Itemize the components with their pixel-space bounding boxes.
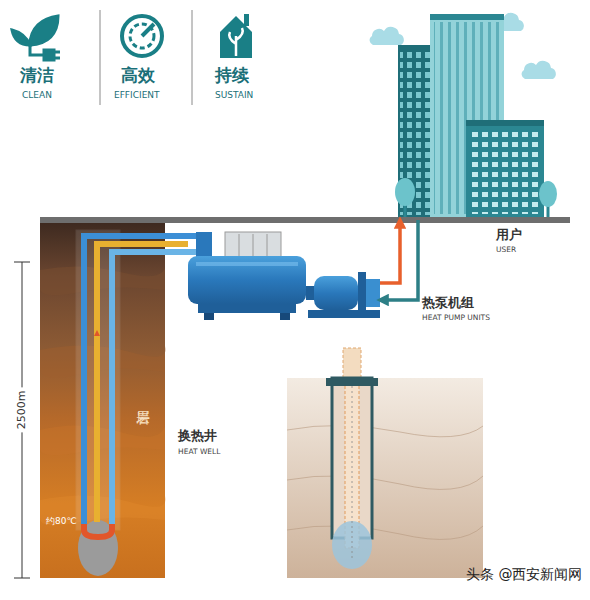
leaf-shape <box>30 16 58 45</box>
buildings <box>395 14 557 218</box>
strata-line <box>287 425 483 436</box>
pipe-bottom <box>84 524 112 537</box>
icon-sublabel: SUSTAIN <box>215 90 253 100</box>
gauge-scale <box>130 24 154 48</box>
highlight <box>196 262 298 266</box>
dimension-tick <box>14 262 30 263</box>
well-bottom <box>78 520 118 576</box>
pump-motor <box>314 276 358 310</box>
flow-arrow <box>380 220 400 283</box>
plug-shape <box>44 50 54 60</box>
foot <box>204 313 214 320</box>
dimension-tick <box>14 578 30 579</box>
cloud <box>370 27 404 45</box>
gauge-ring <box>122 16 162 56</box>
inner-pipe-top <box>343 348 361 380</box>
control-cabinet <box>225 232 281 258</box>
icon-sublabel: CLEAN <box>22 90 52 100</box>
icon-label: 持续 <box>215 66 249 86</box>
cabinet-lines <box>239 234 267 256</box>
separator-line <box>192 10 193 105</box>
node-title: 热泵机组 <box>422 296 474 311</box>
pipe-header <box>196 232 212 258</box>
pipe <box>84 236 200 526</box>
dimension-line <box>14 262 30 578</box>
pump-base <box>308 310 380 318</box>
leaf-shape <box>12 30 30 45</box>
tree <box>395 178 415 206</box>
soil <box>40 223 165 578</box>
separator-line <box>100 10 101 105</box>
foot <box>280 313 290 320</box>
heat-pump <box>188 232 380 320</box>
heat-pump-node: 热泵机组HEAT PUMP UNITS <box>188 228 380 322</box>
icon-sublabel: EFFICIENT <box>114 90 160 100</box>
strata-line <box>287 526 483 540</box>
plug-pins <box>54 52 60 58</box>
node-title: 换热井 <box>178 429 217 444</box>
chimney <box>244 14 249 26</box>
pipe <box>97 244 165 522</box>
cloud <box>522 61 556 79</box>
well-cap <box>326 378 378 386</box>
building-low <box>466 124 544 218</box>
node-subtitle: HEAT PUMP UNITS <box>422 314 490 323</box>
pump-head <box>366 279 380 307</box>
watermark: 头条 @西安新闻网 <box>466 566 582 582</box>
dimension-label: 2500m <box>16 388 29 433</box>
node-subtitle: USER <box>496 246 516 255</box>
ground-line <box>40 217 570 223</box>
pipe <box>112 252 200 526</box>
strata-line <box>287 476 483 490</box>
sustain-icon <box>220 14 252 58</box>
compressor-body <box>188 256 306 304</box>
node-title: 用户 <box>496 228 522 243</box>
icon-label: 高效 <box>121 66 155 86</box>
temperature-label: 约80℃ <box>46 516 77 526</box>
tree <box>539 181 557 207</box>
pump-flange <box>358 272 366 314</box>
well-bottom <box>332 521 372 569</box>
well-section-inset <box>287 348 483 578</box>
pipe-connector <box>165 241 188 247</box>
flow-mark <box>94 330 100 336</box>
roof <box>466 120 544 126</box>
center-line <box>352 386 353 560</box>
soil-column <box>40 223 200 578</box>
gauge-needle <box>142 24 154 36</box>
inset-ground <box>287 378 483 578</box>
windows <box>470 130 540 214</box>
frame <box>198 304 296 313</box>
clean-icon <box>12 16 60 60</box>
flow-arrow <box>380 220 418 300</box>
node-subtitle: HEAT WELL <box>178 448 220 457</box>
efficient-icon <box>122 16 162 56</box>
roof <box>430 14 504 20</box>
coupling <box>306 286 314 300</box>
icon-label: 清洁 <box>20 66 54 86</box>
user-node: 用户USER <box>388 10 570 220</box>
sprout-shape <box>229 28 243 56</box>
plug-cord <box>30 45 44 55</box>
